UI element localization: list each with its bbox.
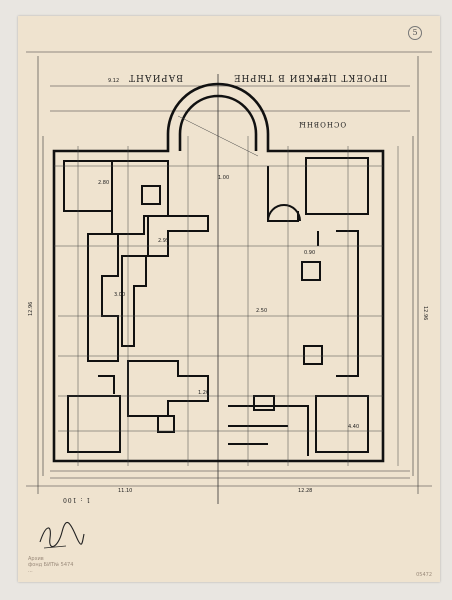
page-number: 5 [408,26,422,40]
floor-plan-drawing: 9.12 12.60 12.96 12.96 11.10 12.28 2.95 … [26,51,432,504]
drawing-sheet: 9.12 12.60 12.96 12.96 11.10 12.28 2.95 … [18,16,440,582]
dim-left-side: 12.96 [28,302,34,316]
dim-inner-6: 2.80 [98,180,109,186]
subtitle-right: ОСНОВНЫ [298,120,347,128]
scale-note: 1 : 100 [62,496,91,503]
dim-inner-7: 1.20 [198,390,209,396]
title-left: ВАРИАНТ [128,72,184,82]
archive-note: Архив фонд БИТ№ 5474 ... [28,556,74,574]
dim-inner-2: 1.00 [218,175,229,181]
signature-mark [39,521,85,549]
dim-top-right: 12.60 [314,76,328,82]
title-right: ПРОЕКТ ЦЕРКВИ В ТЫРНЕ [233,72,388,82]
dim-inner-3: 3.00 [114,292,125,298]
dim-bottom-left: 11.10 [118,488,132,494]
dim-inner-5: 4.40 [348,424,359,430]
dim-bottom-right: 12.28 [298,488,312,494]
dim-inner-1: 2.95 [158,238,169,244]
dim-top-left: 9.12 [108,78,119,84]
dim-right-side: 12.96 [422,306,428,320]
dim-inner-8: 0.90 [304,250,315,256]
dim-inner-4: 2.50 [256,308,267,314]
catalog-number: 05472 [416,572,432,578]
